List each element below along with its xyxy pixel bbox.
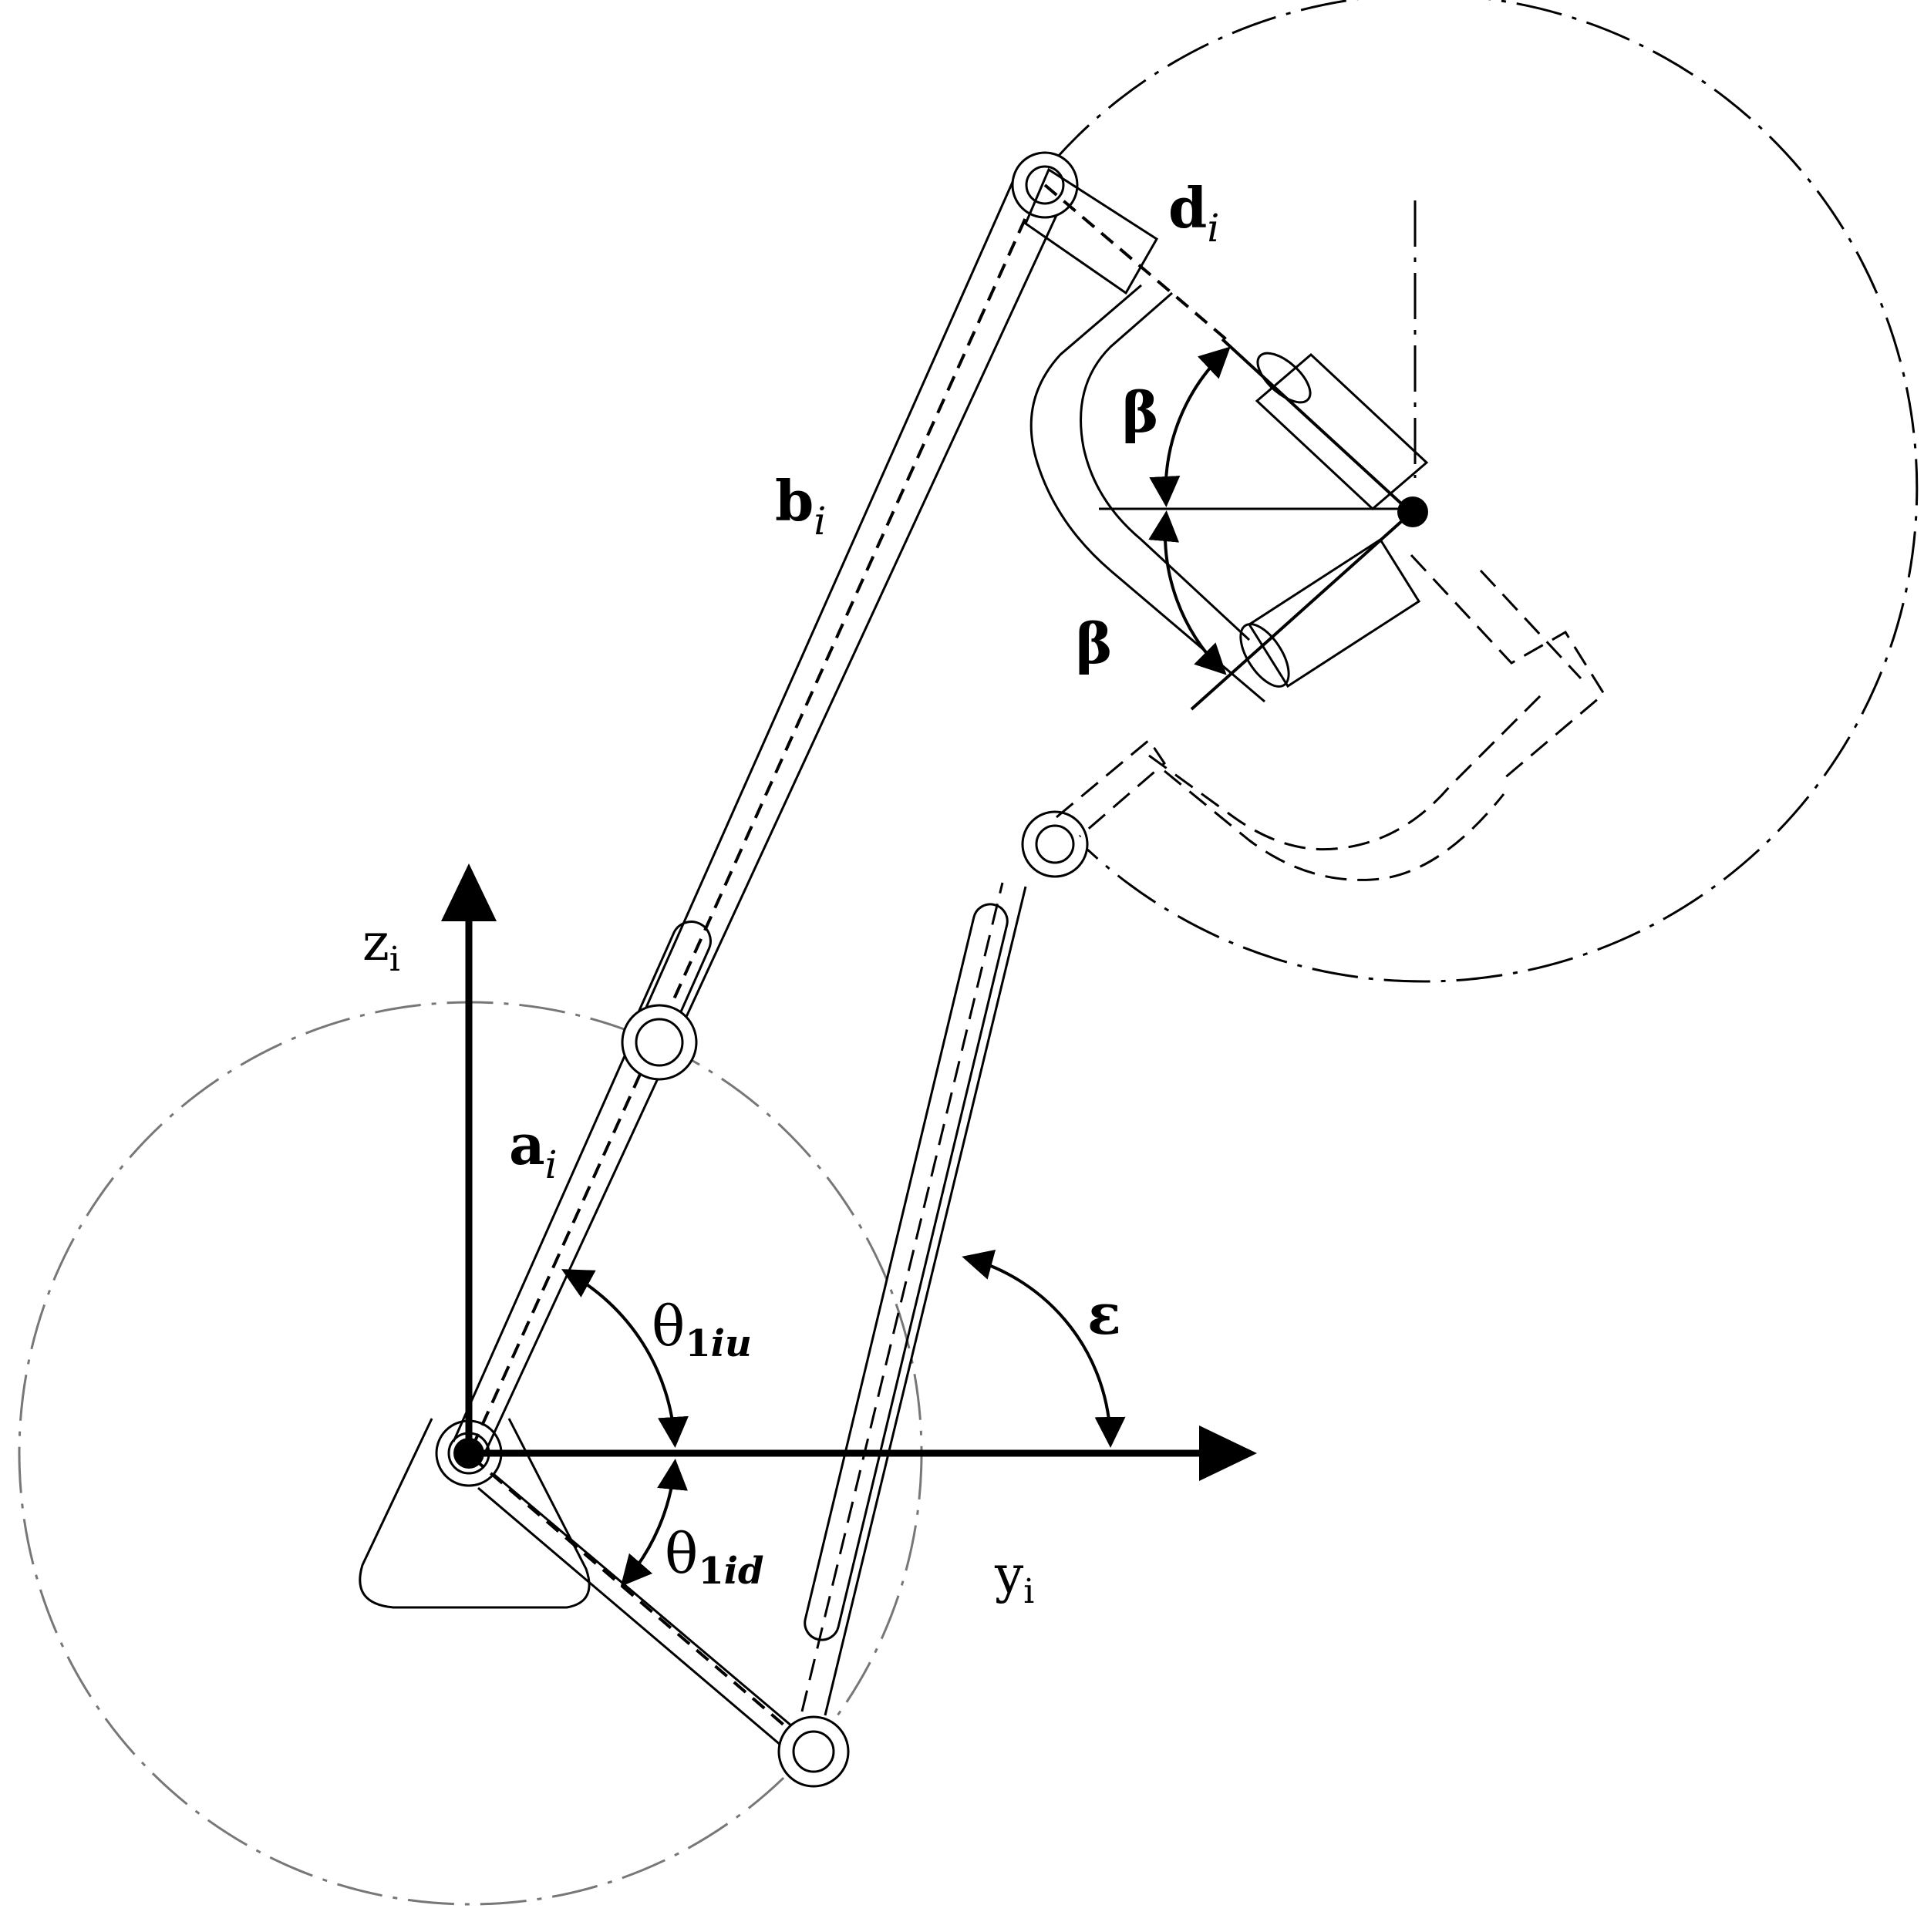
d-vector-label: di bbox=[1168, 175, 1219, 251]
mid-joint-inner bbox=[635, 1018, 684, 1067]
right-joint-inner bbox=[1035, 824, 1075, 864]
bracket-lower-dashed-inner bbox=[1148, 692, 1544, 851]
theta-iu-label: θ1iu bbox=[652, 1294, 752, 1365]
epsilon-label: ε bbox=[1087, 1281, 1121, 1347]
beta-upper-label: β bbox=[1122, 379, 1159, 445]
theta-id-arc bbox=[620, 1459, 688, 1587]
effector-arm-lower bbox=[1190, 511, 1413, 711]
effector-center-point bbox=[1397, 496, 1428, 527]
base-support bbox=[359, 1418, 591, 1609]
bracket-curve-outer bbox=[1029, 284, 1265, 703]
bracket-upper-solid bbox=[1024, 167, 1159, 295]
rod-right-edge-2 bbox=[800, 882, 1004, 1712]
link-lower-edge-right bbox=[477, 1486, 787, 1752]
z-axis-arrowhead bbox=[441, 863, 497, 921]
bracket-curve-inner bbox=[1080, 291, 1251, 641]
link-lower-centerline bbox=[470, 1456, 807, 1745]
upper-construction-circle bbox=[1049, 0, 1919, 983]
top-joint-inner bbox=[1025, 165, 1065, 205]
lower-cylinder-end bbox=[1239, 623, 1290, 688]
beta-lower-label: β bbox=[1076, 611, 1113, 676]
b-vector-label: bi bbox=[775, 468, 826, 544]
beta-upper-arc bbox=[1149, 346, 1231, 507]
epsilon-arc bbox=[962, 1250, 1126, 1448]
bracket-lower-dashed bbox=[1056, 554, 1606, 881]
a-vector-label: ai bbox=[509, 1112, 558, 1187]
rod-right-edge-1 bbox=[824, 886, 1027, 1716]
lower-cylinder bbox=[1247, 537, 1421, 688]
upper-cylinder bbox=[1255, 352, 1429, 511]
y-axis-label: yi bbox=[994, 1545, 1034, 1611]
effector-arm-upper bbox=[1221, 338, 1413, 514]
link-lower-edge-left bbox=[493, 1473, 803, 1736]
rod-right-sleeve bbox=[804, 903, 1009, 1641]
z-axis-label: zi bbox=[362, 913, 400, 979]
upper-cylinder-end bbox=[1256, 352, 1312, 404]
d-vector-dashed bbox=[1043, 183, 1228, 341]
link-upper-centerline bbox=[470, 183, 1043, 1449]
right-joint-outer bbox=[1021, 810, 1089, 878]
bottom-joint-inner bbox=[792, 1730, 835, 1773]
bottom-joint-outer bbox=[777, 1715, 850, 1788]
mid-joint-outer bbox=[621, 1004, 698, 1081]
y-axis-arrowhead bbox=[1199, 1425, 1257, 1481]
origin-point bbox=[453, 1438, 484, 1469]
theta-id-label: θ1id bbox=[665, 1521, 764, 1593]
beta-lower-arc bbox=[1148, 510, 1227, 675]
link-upper-edge-left bbox=[452, 173, 1018, 1442]
link-upper-edge-right bbox=[484, 201, 1064, 1452]
theta-iu-arc bbox=[561, 1269, 689, 1448]
